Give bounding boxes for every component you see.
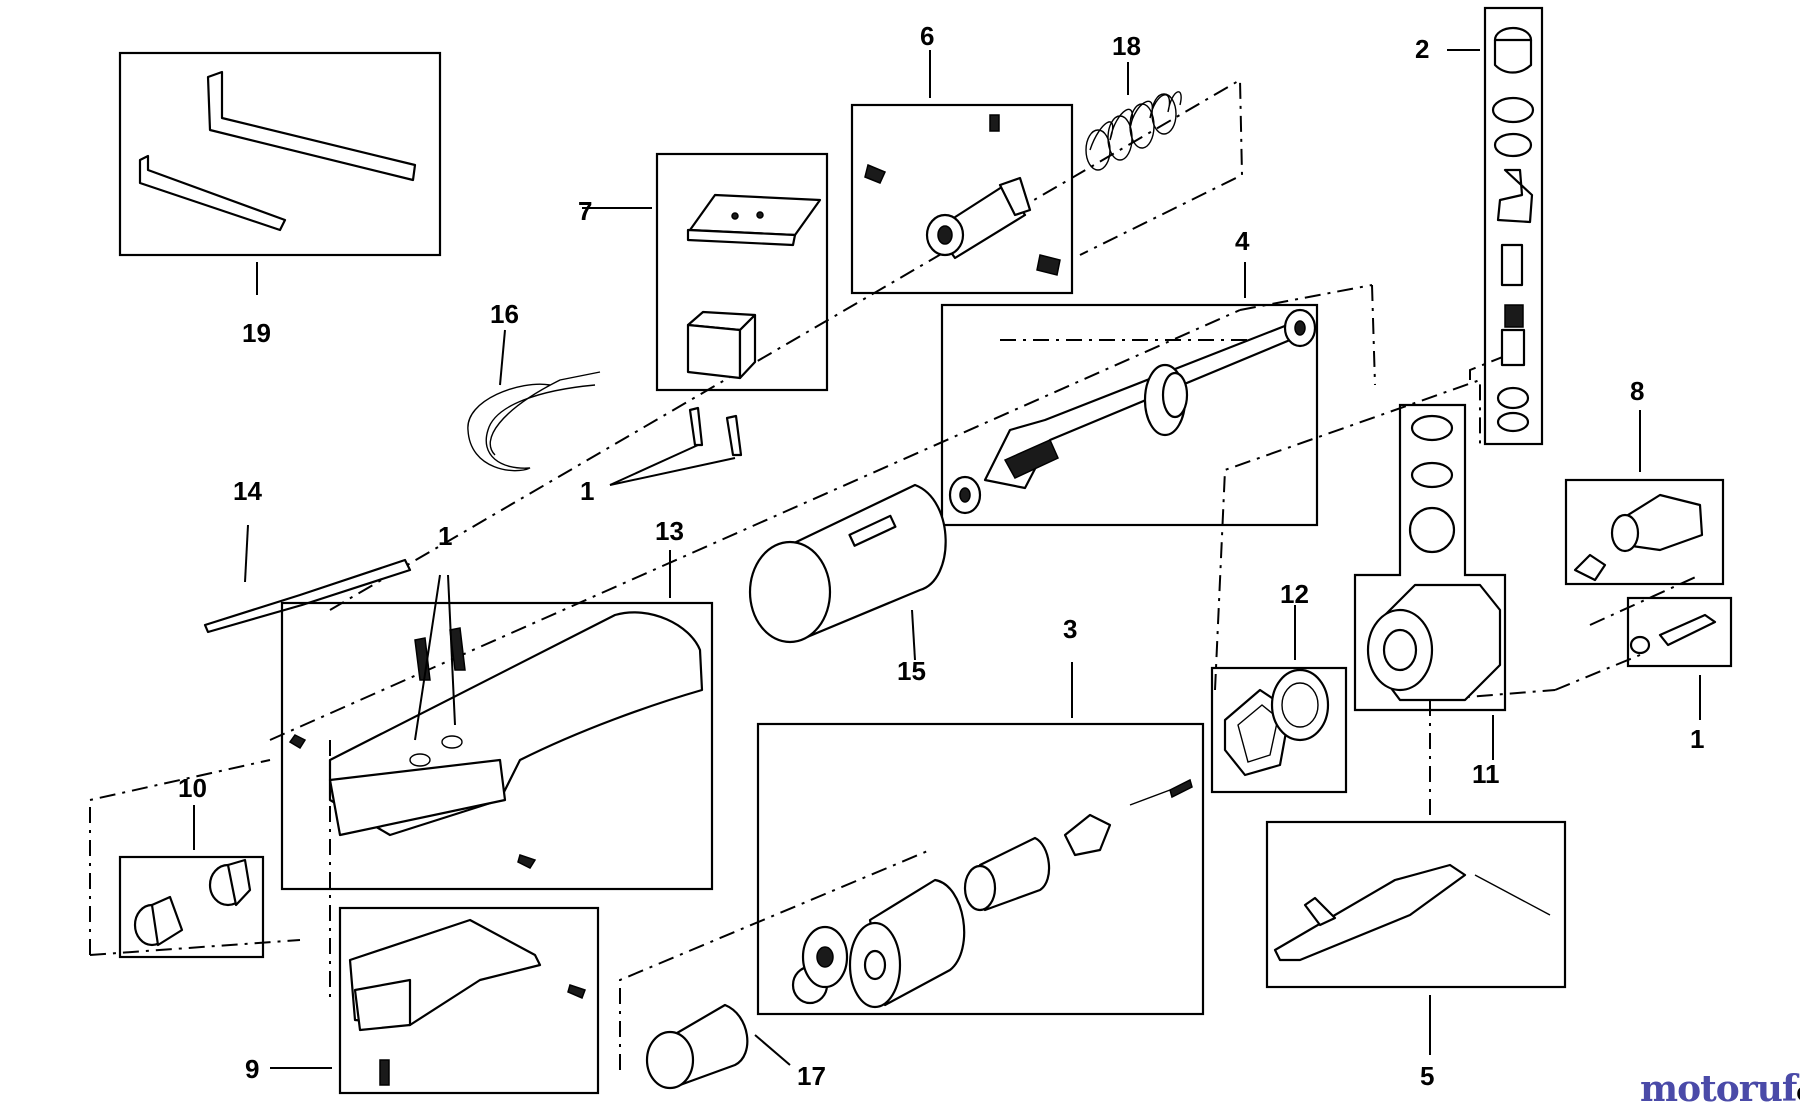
callout-10: 10: [178, 773, 207, 803]
callout-18: 18: [1112, 31, 1141, 61]
part-2-valve-stack: [1447, 6, 1544, 446]
callout-17: 17: [797, 1061, 826, 1091]
callout-1a: 1: [580, 476, 594, 506]
part-19-hex-keys: [118, 51, 442, 295]
watermark-logo: motorufC: [1640, 1068, 1800, 1110]
part-14-blade: [203, 524, 412, 634]
part-9-bracket: [270, 906, 600, 1095]
part-10-bushings: [118, 805, 265, 959]
callout-9: 9: [245, 1054, 259, 1084]
part-3-motor-assembly: [756, 662, 1205, 1016]
callout-1c: 1: [1690, 724, 1704, 754]
callout-1b: 1: [438, 521, 452, 551]
callout-19: 19: [242, 318, 271, 348]
part-8-fitting: [1564, 410, 1725, 586]
callout-15: 15: [897, 656, 926, 686]
part-18-spring: [1085, 62, 1182, 171]
callout-14: 14: [233, 476, 262, 506]
callout-6: 6: [920, 21, 934, 51]
callout-3: 3: [1063, 614, 1077, 644]
callout-16: 16: [490, 299, 519, 329]
callout-4: 4: [1235, 226, 1250, 256]
part-12-gaskets: [1210, 605, 1348, 794]
part-6-valve-body: [850, 50, 1074, 295]
callout-labels: 1 1 1 2 3 4 5 6 7 8 9 10 11 12 13 14 15 …: [178, 21, 1704, 1091]
part-7-valve-block: [582, 152, 829, 457]
screws-1-upper: [609, 444, 736, 486]
part-11-valve-housing: [1353, 403, 1507, 760]
callout-2: 2: [1415, 34, 1429, 64]
watermark-text: motoruf: [1640, 1068, 1797, 1110]
callout-13: 13: [655, 516, 684, 546]
callout-11: 11: [1472, 759, 1500, 789]
callout-5: 5: [1420, 1061, 1434, 1091]
part-17-sleeve: [645, 1003, 791, 1090]
callout-8: 8: [1630, 376, 1644, 406]
watermark-suffix: C: [1796, 1082, 1800, 1106]
callout-12: 12: [1280, 579, 1309, 609]
part-16-clip: [467, 329, 601, 472]
part-5-lever: [1265, 820, 1567, 1055]
part-13-housing: [280, 550, 714, 891]
part-15-cylinder: [748, 483, 947, 661]
part-1-screw-right: [1626, 596, 1733, 720]
part-4-rotor-shaft: [940, 262, 1319, 527]
callout-7: 7: [578, 196, 592, 226]
